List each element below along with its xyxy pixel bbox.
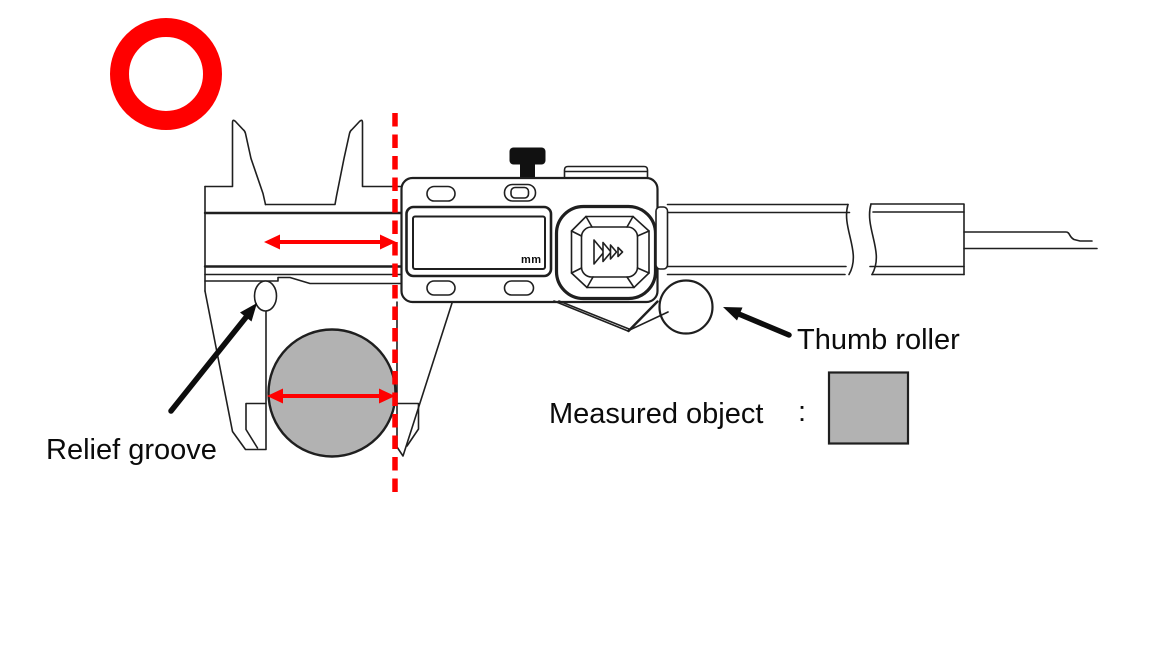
- beam-connector: [655, 206, 669, 270]
- relief-groove-arrow: [168, 303, 257, 414]
- locking-tab: [563, 165, 649, 179]
- depth-rod: [963, 231, 1098, 250]
- rocker-button: [554, 204, 658, 301]
- beam: [666, 203, 965, 276]
- caliper-drawing: mm: [203, 119, 1098, 457]
- button-top-left: [426, 185, 456, 202]
- measured-object-swatch: [827, 371, 910, 445]
- object-diameter-arrow: [267, 388, 395, 404]
- thumb-roller-arrow: [723, 307, 792, 338]
- measured-object-separator: :: [798, 396, 806, 428]
- fixed-jaw: [204, 290, 267, 451]
- button-top-right: [503, 183, 537, 202]
- relief-groove-label: Relief groove: [46, 434, 217, 466]
- measured-object-circle: [267, 328, 397, 458]
- upper-jaws: [204, 119, 403, 206]
- thumb-screw-knob: [509, 147, 546, 178]
- movable-jaw: [396, 300, 454, 457]
- rocker-arrows-icon: [593, 239, 624, 265]
- measured-object-label: Measured object: [549, 398, 763, 430]
- correct-circle-icon: [110, 18, 222, 130]
- button-bottom-right: [503, 280, 535, 296]
- beam-measurement-arrow: [264, 234, 396, 250]
- break-symbol: [868, 203, 878, 276]
- button-bottom-left: [426, 280, 456, 296]
- display-unit: mm: [400, 147, 669, 333]
- lcd-screen: mm: [405, 205, 553, 278]
- thumb-roller-wheel: [658, 279, 714, 335]
- relief-groove-hole: [253, 280, 278, 312]
- slider-beak: [553, 300, 669, 333]
- caliper-body-left: [203, 185, 403, 292]
- unit-label: mm: [521, 254, 542, 266]
- thumb-roller-label: Thumb roller: [797, 324, 960, 356]
